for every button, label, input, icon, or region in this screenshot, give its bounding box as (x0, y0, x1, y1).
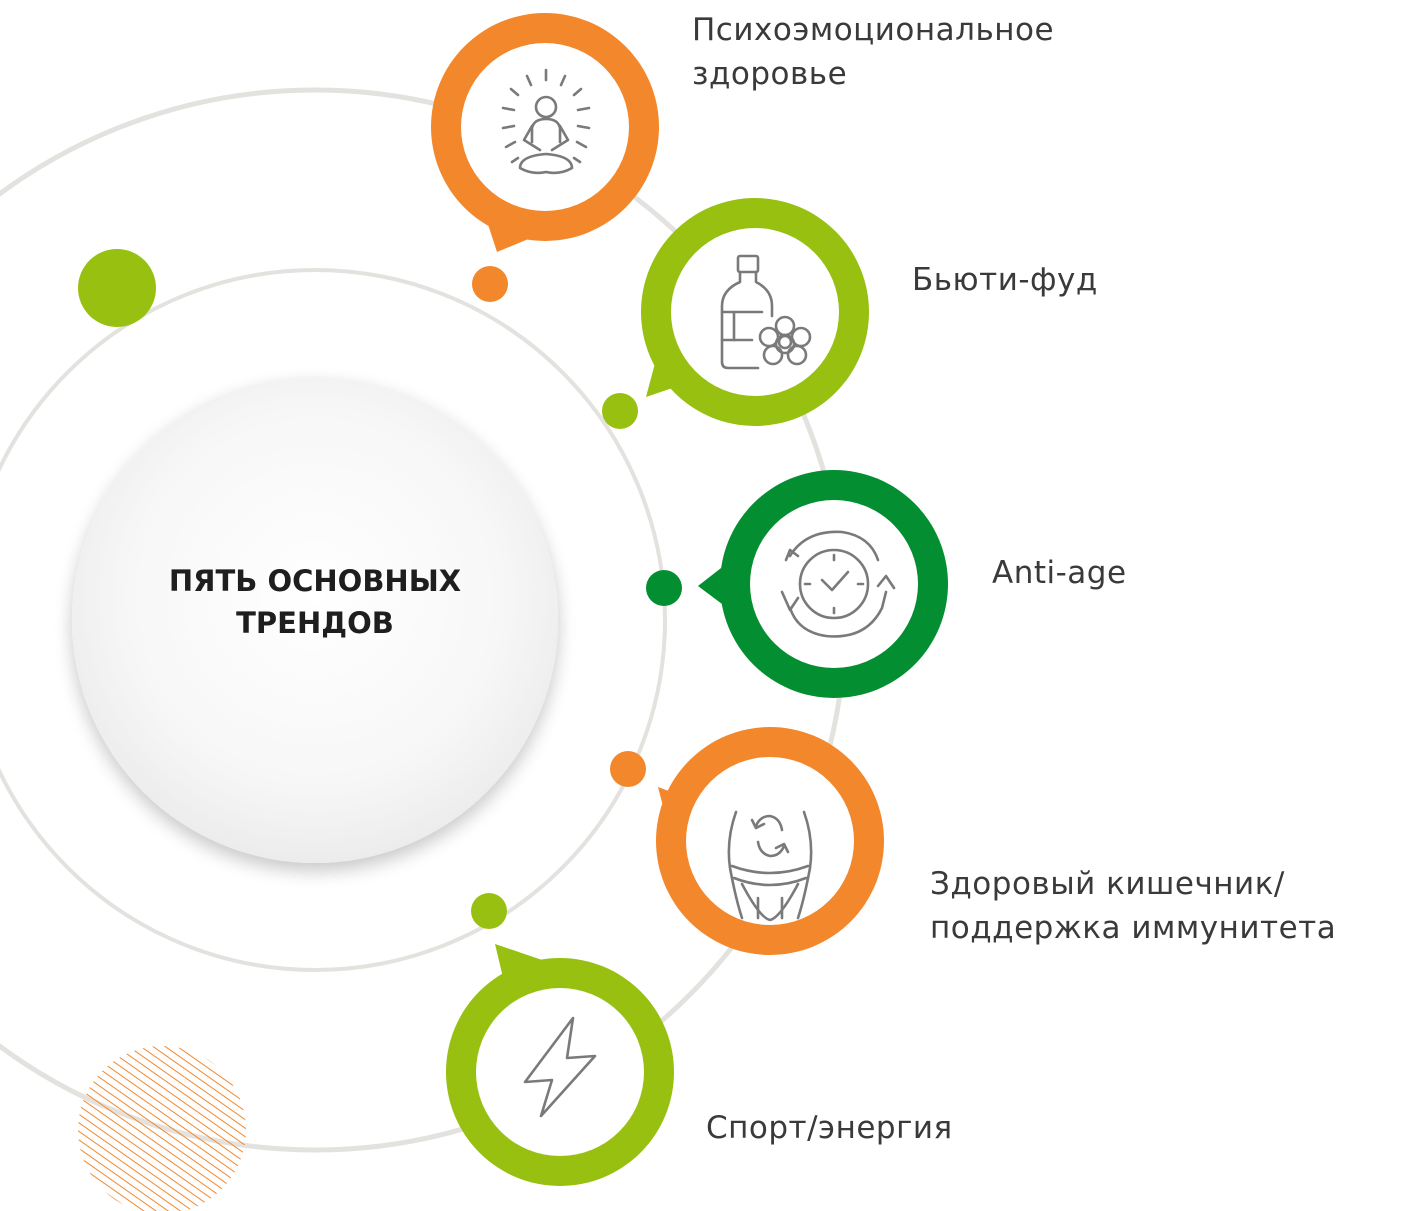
orbit-dot-5 (471, 893, 507, 929)
trend-bubble-2 (641, 198, 869, 426)
inner-orbit (0, 268, 667, 972)
center-title: ПЯТЬ ОСНОВНЫХ ТРЕНДОВ (70, 560, 560, 644)
orbit-dot-3 (646, 570, 682, 606)
orbit-dot-2 (602, 393, 638, 429)
clock-cycle-icon (780, 530, 896, 638)
trend-label-4: Здоровый кишечник/ поддержка иммунитета (930, 862, 1336, 950)
center-title-line-1: ПЯТЬ ОСНОВНЫХ (168, 564, 462, 598)
trend-label-4-line-2: поддержка иммунитета (930, 910, 1337, 946)
decor-green-dot (78, 249, 156, 327)
trend-bubble-1 (431, 13, 659, 252)
trend-label-2: Бьюти-фуд (912, 258, 1098, 302)
orbit-dot-1 (472, 266, 508, 302)
trend-bubble-5 (446, 944, 674, 1186)
trend-label-4-line-1: Здоровый кишечник/ (930, 866, 1285, 902)
trend-bubble-4 (656, 727, 884, 955)
meditation-icon (501, 68, 591, 175)
trend-label-1: Психоэмоциональное здоровье (692, 8, 1054, 96)
trend-label-1-line-2: здоровье (692, 56, 848, 92)
gut-cycle-icon (727, 810, 813, 922)
decor-hatched-circle (78, 1046, 246, 1211)
trend-label-5-line-1: Спорт/энергия (706, 1110, 953, 1146)
trend-label-3: Anti-age (992, 551, 1127, 595)
trend-label-5: Спорт/энергия (706, 1106, 953, 1150)
bottle-flower-icon (720, 254, 812, 370)
center-title-line-2: ТРЕНДОВ (236, 606, 394, 640)
center-disc (72, 377, 558, 863)
trend-bubble-3 (698, 470, 948, 698)
lightning-icon (523, 1016, 597, 1118)
trend-label-2-line-1: Бьюти-фуд (912, 262, 1098, 298)
orbit-dot-4 (610, 751, 646, 787)
trend-label-1-line-1: Психоэмоциональное (692, 12, 1055, 48)
trend-label-3-line-1: Anti-age (992, 555, 1127, 591)
